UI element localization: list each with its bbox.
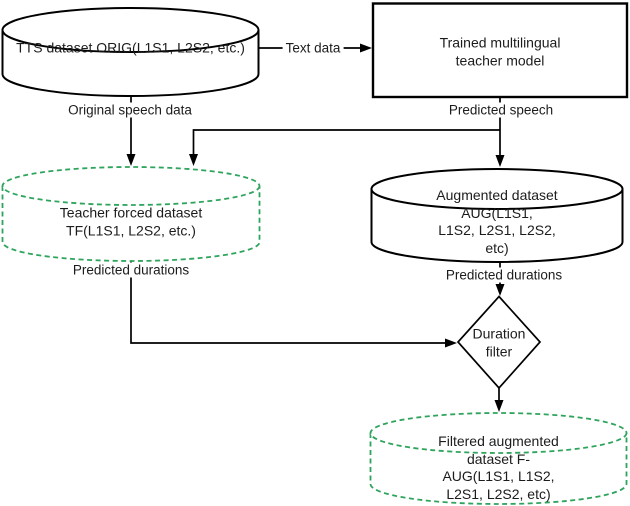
tf-dataset-cylinder-top xyxy=(1,166,261,206)
arrowhead-into-faug-icon xyxy=(494,400,504,412)
duration-filter-diamond xyxy=(456,295,542,390)
orig-dataset-label: TTS dataset ORIG(L1S1, L2S2, etc.) xyxy=(16,39,245,56)
edge-model-to-tf-branch-line xyxy=(192,129,500,154)
tf-dataset-cylinder-body xyxy=(1,186,261,262)
filtered-dataset-cylinder xyxy=(369,412,628,505)
tf-dataset-label: Teacher forced dataset TF(L1S1, L2S2, et… xyxy=(59,204,203,239)
arrowhead-into-aug-icon xyxy=(495,155,505,167)
edge-label-original-speech: Original speech data xyxy=(65,102,195,118)
arrowhead-into-filter-left-icon xyxy=(445,338,457,348)
arrowhead-into-model-icon xyxy=(360,43,372,53)
filtered-dataset-cylinder-top xyxy=(369,412,628,454)
teacher-model-label: Trained multilingual teacher model xyxy=(439,34,561,69)
aug-dataset-cylinder-top xyxy=(370,168,624,210)
orig-dataset-cylinder xyxy=(1,7,260,97)
orig-dataset-cylinder-top xyxy=(1,7,260,53)
aug-dataset-cylinder xyxy=(370,168,624,263)
edge-tf-to-filter-line xyxy=(130,261,445,344)
edge-label-predicted-durations-right: Predicted durations xyxy=(442,267,566,283)
tf-dataset-cylinder xyxy=(1,166,261,262)
duration-filter-label: Duration filter xyxy=(472,325,526,360)
aug-dataset-label: Augmented dataset AUG(L1S1, L1S2, L2S1, … xyxy=(436,187,558,256)
arrowhead-into-filter-top-icon xyxy=(495,284,505,296)
edge-label-predicted-speech: Predicted speech xyxy=(445,102,557,118)
edge-label-text-data: Text data xyxy=(282,40,344,55)
arrowhead-into-tf-right-icon xyxy=(189,154,198,166)
edge-label-predicted-durations-left: Predicted durations xyxy=(69,262,193,278)
arrowheads xyxy=(126,43,505,412)
filtered-dataset-label: Filtered augmented dataset F- AUG(L1S1, … xyxy=(438,433,559,502)
teacher-model-box xyxy=(371,2,629,99)
arrowhead-into-tf-left-icon xyxy=(126,154,136,166)
